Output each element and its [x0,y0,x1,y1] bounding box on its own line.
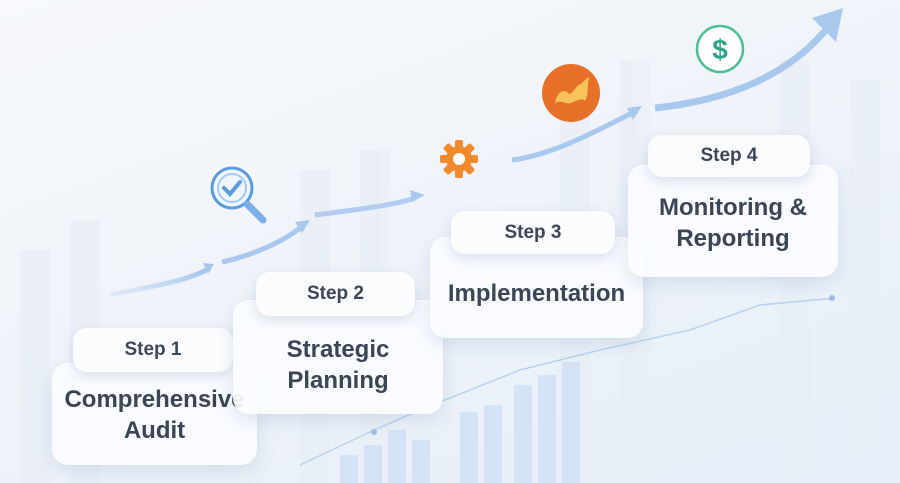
step-4-label: Step 4 [648,135,810,177]
title-line: Monitoring & [659,194,807,221]
magnifier-check-icon [210,166,267,224]
title-line: Audit [123,417,186,444]
title-line: Comprehensive [64,386,245,413]
step-1-card [52,363,257,465]
step-3-title: Implementation [430,260,643,326]
step-2-card [233,300,443,414]
trend-point [829,295,835,301]
orange-growth-badge-icon [542,64,600,122]
bottom-bar-chart [340,362,580,483]
title-line: Strategic [286,336,390,363]
svg-text:$: $ [712,34,728,65]
trend-point [371,429,377,435]
title-line: Implementation [447,279,626,307]
step-2-label: Step 2 [256,272,415,316]
step-1-title: Comprehensive Audit [52,382,257,448]
title-line: Reporting [676,225,790,252]
step-4-card [628,165,838,277]
step-4-title: Monitoring & Reporting [628,190,838,256]
step-1-label: Step 1 [73,328,233,372]
step-3-label: Step 3 [451,211,615,254]
step-2-title: Strategic Planning [233,332,443,398]
title-line: Planning [287,367,389,394]
gear-icon [440,140,478,178]
bottom-trend-line [299,297,836,466]
growth-arrow [109,8,843,298]
dollar-icon: $ [695,24,745,74]
